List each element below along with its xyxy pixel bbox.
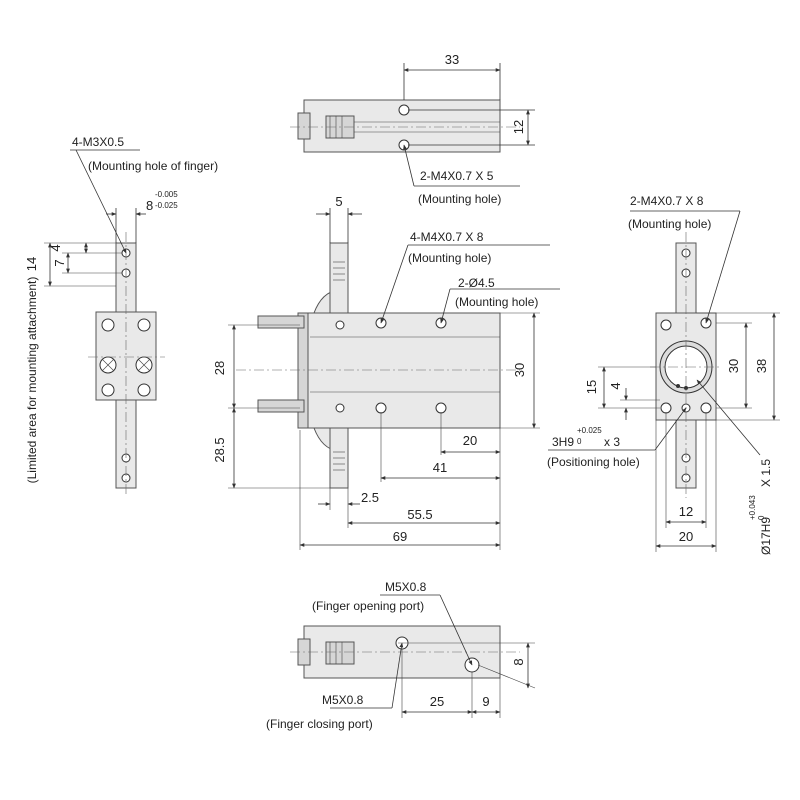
left-dim-7: 7	[52, 259, 67, 266]
front-dim-28-5: 28.5	[212, 437, 227, 462]
front-holes-note: (Mounting hole)	[408, 251, 491, 265]
right-dim-15: 15	[584, 380, 599, 394]
front-dim-55-5: 55.5	[407, 507, 432, 522]
front-dim-5: 5	[335, 194, 342, 209]
right-dim-12: 12	[679, 504, 693, 519]
top-view-end-cap	[297, 112, 311, 140]
front-mounting-hole	[435, 402, 447, 414]
right-pos-note: (Positioning hole)	[547, 455, 640, 469]
bottom-view: 8 M5X0.8 (Finger opening port) M5X0.8 (F…	[266, 580, 536, 731]
right-hole-label: 2-M4X0.7 X 8	[630, 194, 704, 208]
front-dim-20: 20	[463, 433, 477, 448]
right-bore-tol-upper: +0.043	[748, 495, 757, 520]
left-limited-area-note: (Limited area for mounting attachment)	[25, 277, 39, 484]
left-tol-lower: -0.025	[155, 201, 178, 210]
front-dim-30: 30	[512, 363, 527, 377]
right-bore-label: Ø17H9	[759, 517, 773, 555]
right-pos-tol-upper: +0.025	[577, 426, 602, 435]
front-dim-41: 41	[433, 460, 447, 475]
right-dim-4: 4	[608, 382, 623, 389]
left-thread-label: 4-M3X0.5	[72, 135, 124, 149]
front-finger-upper	[329, 242, 349, 314]
bottom-dim-25: 25	[430, 694, 444, 709]
top-hole-label: 2-M4X0.7 X 5	[420, 169, 494, 183]
right-hole-note: (Mounting hole)	[628, 217, 711, 231]
front-view: 5 4-M4X0.7 X 8 (Mounting hole) 2-Ø4.5 (M…	[212, 194, 560, 550]
bottom-dim-9: 9	[482, 694, 489, 709]
right-view: 2-M4X0.7 X 8 (Mounting hole) 30 38 15 4 …	[547, 194, 780, 555]
left-dim-8: 8	[146, 198, 153, 213]
front-view-body	[303, 312, 501, 429]
front-holes-label: 4-M4X0.7 X 8	[410, 230, 484, 244]
right-dim-30: 30	[726, 359, 741, 373]
right-bore-tol-lower: 0	[757, 515, 766, 520]
top-dim-12: 12	[511, 120, 526, 134]
opening-port-label: M5X0.8	[385, 580, 427, 594]
front-mounting-hole	[375, 402, 387, 414]
right-pos-tol-lower: 0	[577, 437, 582, 446]
right-dim-20: 20	[679, 529, 693, 544]
opening-port-note: (Finger opening port)	[312, 599, 424, 613]
left-view-body	[95, 311, 157, 401]
right-pos-label: 3H9	[552, 435, 574, 449]
left-dim-4: 4	[48, 244, 63, 251]
front-dim-69: 69	[393, 529, 407, 544]
left-thread-note: (Mounting hole of finger)	[88, 159, 218, 173]
top-view: 33 12 2-M4X0.7 X 5 (Mounting hole)	[290, 52, 535, 206]
top-mounting-hole	[398, 104, 410, 116]
closing-port-label: M5X0.8	[322, 693, 364, 707]
top-dim-33: 33	[445, 52, 459, 67]
bottom-dim-8: 8	[511, 658, 526, 665]
closing-port-note: (Finger closing port)	[266, 717, 373, 731]
left-dim-14: 14	[24, 257, 39, 271]
right-dim-38: 38	[754, 359, 769, 373]
top-hole-note: (Mounting hole)	[418, 192, 501, 206]
left-view: 4-M3X0.5 (Mounting hole of finger) 8 -0.…	[24, 135, 218, 495]
front-thru-note: (Mounting hole)	[455, 295, 538, 309]
right-bore-depth: X 1.5	[759, 459, 773, 487]
front-dim-2-5: 2.5	[361, 490, 379, 505]
left-tol-upper: -0.005	[155, 190, 178, 199]
front-dim-28: 28	[212, 361, 227, 375]
right-pos-depth: x 3	[604, 435, 620, 449]
front-thru-label: 2-Ø4.5	[458, 276, 495, 290]
